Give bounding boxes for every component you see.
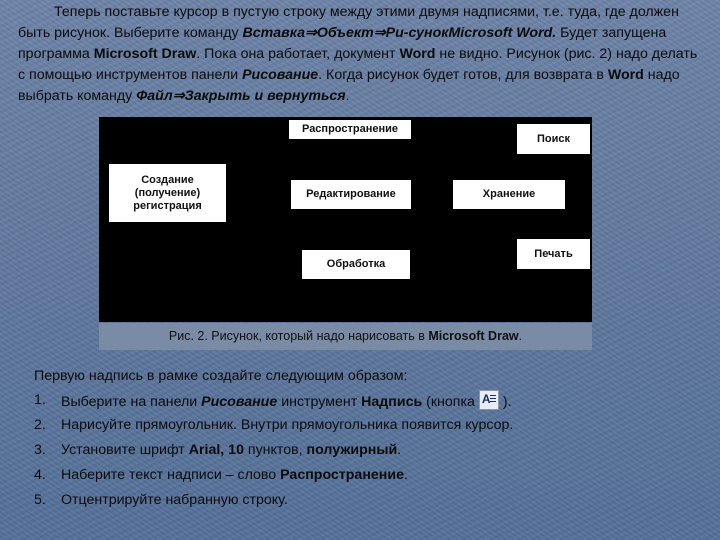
item-text-part: Установите шрифт xyxy=(61,442,189,458)
item-text-part: (кнопка xyxy=(422,393,475,410)
item-text-part: . xyxy=(397,442,402,458)
menu-object: Объект xyxy=(316,25,374,41)
box-search: Поиск xyxy=(517,124,590,154)
intro-paragraph: Теперь поставьте курсор в пустую строку … xyxy=(18,2,704,107)
word-name: Word xyxy=(399,46,436,62)
item-text: Наберите текст надписи – слово Распростр… xyxy=(61,467,408,483)
box-creation: Создание (получение) регистрация xyxy=(109,164,226,222)
figure-diagram: Распространение Поиск Создание (получени… xyxy=(99,117,592,322)
box-print: Печать xyxy=(517,239,590,269)
caption-text: . xyxy=(518,329,523,343)
item-text: Нарисуйте прямоугольник. Внутри прямоуго… xyxy=(61,417,514,433)
item-number: 5. xyxy=(34,492,46,508)
tool-name: Надпись xyxy=(361,393,423,410)
box-processing: Обработка xyxy=(302,250,410,279)
font-style: полужирный xyxy=(306,442,398,458)
intro-text: не видно. Рисунок (рис. 2) надо делать с… xyxy=(18,46,698,83)
intro-text: . Когда рисунок будет готов, для возврат… xyxy=(318,67,608,83)
intro-text: Теперь поставьте курсор в пустую строку … xyxy=(18,4,679,41)
item-text-part: Наберите текст надписи – слово xyxy=(61,467,281,483)
item-text: Выберите на панели Рисование инструмент … xyxy=(61,390,512,412)
item-number: 4. xyxy=(34,467,46,483)
box-dissemination: Распространение xyxy=(289,120,411,139)
arrow-icon: ⇒ xyxy=(373,25,386,41)
panel-name: Рисование xyxy=(201,393,278,410)
figure-caption: Рис. 2. Рисунок, который надо нарисовать… xyxy=(99,323,592,350)
item-number: 2. xyxy=(34,417,46,433)
section-lead: Первую надпись в рамке создайте следующи… xyxy=(34,368,408,384)
item-text-part: . xyxy=(403,467,408,483)
caption-bold: Microsoft Draw xyxy=(428,329,519,343)
intro-text: Будет запущена программа xyxy=(18,25,667,62)
word-name: Word xyxy=(607,67,644,83)
item-text: Установите шрифт Arial, 10 пунктов, полу… xyxy=(61,442,401,458)
textbox-tool-icon xyxy=(478,390,499,410)
item-text-part: пунктов, xyxy=(243,442,307,458)
item-number: 3. xyxy=(34,442,46,458)
font-spec: Arial, 10 xyxy=(188,442,244,458)
panel-name: Рисование xyxy=(242,67,319,83)
program-name: Microsoft Draw xyxy=(93,46,197,62)
intro-text: надо выбрать команду xyxy=(18,67,680,104)
menu-picture: Ри-сунок xyxy=(385,25,449,41)
arrow-icon: ⇒ xyxy=(305,25,317,41)
arrow-icon: ⇒ xyxy=(172,88,185,104)
intro-text: . xyxy=(345,88,350,104)
menu-insert: Вставка xyxy=(242,25,305,41)
item-text-part: инструмент xyxy=(277,393,362,410)
menu-file: Файл xyxy=(136,88,173,104)
box-storage: Хранение xyxy=(453,180,565,209)
menu-ms-word: Microsoft Word. xyxy=(448,25,557,41)
caption-text: Рис. 2. Рисунок, который надо нарисовать… xyxy=(168,329,429,343)
item-text: Отцентрируйте набранную строку. xyxy=(61,492,288,508)
label-word: Распространение xyxy=(280,467,404,483)
item-number: 1. xyxy=(34,392,46,408)
intro-text: . Пока она работает, документ xyxy=(196,46,400,62)
box-editing: Редактирование xyxy=(291,180,411,209)
item-text-part: ). xyxy=(502,393,512,410)
menu-close-return: Закрыть и вернуться xyxy=(184,88,346,104)
item-text-part: Выберите на панели xyxy=(61,393,202,410)
